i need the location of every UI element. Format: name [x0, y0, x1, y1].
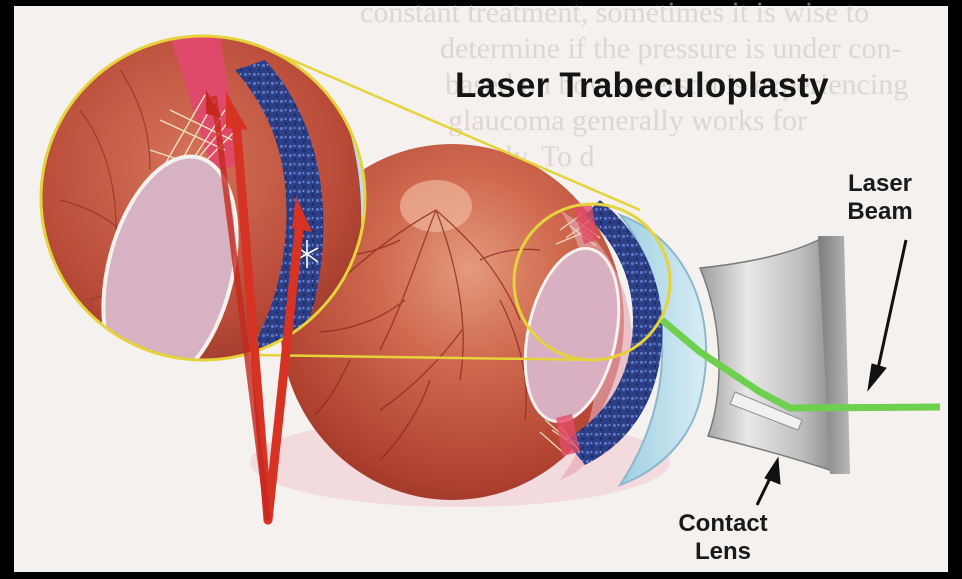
- laser-beam-label-line-2: Beam: [832, 198, 928, 226]
- diagram-title: Laser Trabeculoplasty: [455, 66, 829, 106]
- contact-lens: [700, 236, 850, 474]
- contact-lens-label: Contact Lens: [660, 510, 786, 565]
- show-through-line: glaucoma generally works for: [448, 104, 807, 137]
- laser-beam-label-line-1: Laser: [832, 170, 928, 198]
- show-through-line: constant treatment, sometimes it is wise…: [360, 0, 869, 29]
- laser-beam-label: Laser Beam: [832, 170, 928, 225]
- contact-lens-label-line-2: Lens: [660, 538, 786, 566]
- show-through-line: determine if the pressure is under con-: [440, 32, 902, 65]
- contact-lens-label-line-1: Contact: [660, 510, 786, 538]
